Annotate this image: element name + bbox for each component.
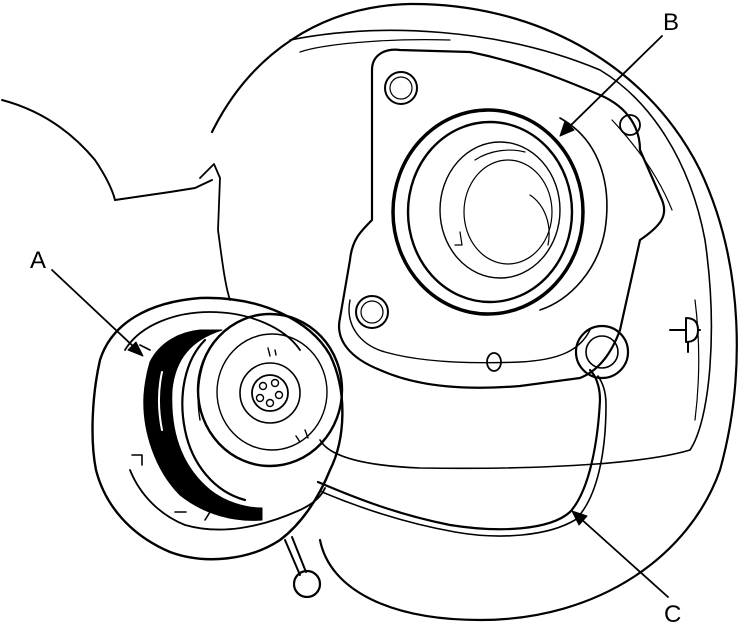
tether-tab-ball bbox=[292, 569, 322, 599]
callout-a-leader bbox=[51, 269, 136, 349]
cap-holder-rim bbox=[124, 311, 301, 351]
cap-valve-outer bbox=[239, 362, 301, 424]
body-panel bbox=[1, 99, 213, 201]
callout-a-arrow bbox=[127, 341, 144, 357]
label-a: A bbox=[30, 247, 46, 274]
callout-b-leader bbox=[567, 35, 663, 129]
filler-neck-throat bbox=[439, 141, 561, 279]
mounting-hole-top-left-inner bbox=[389, 76, 413, 100]
tether-tab-stem bbox=[284, 536, 307, 576]
mounting-hole-right bbox=[619, 114, 641, 136]
filler-neck-opening bbox=[391, 108, 608, 316]
mounting-hole-bottom-left bbox=[355, 295, 389, 329]
cap-holder-tabs bbox=[131, 344, 211, 521]
door-stop-pin bbox=[669, 317, 701, 353]
body-panel-lower-edge bbox=[114, 179, 213, 201]
label-c: C bbox=[664, 601, 681, 628]
label-b: B bbox=[663, 9, 679, 36]
fuel-cap bbox=[91, 296, 344, 561]
tether-strap-outer bbox=[316, 368, 602, 531]
door-stop-pin-shape bbox=[669, 317, 701, 343]
cap-holder-lower-rim bbox=[129, 469, 326, 531]
filler-neck-deep bbox=[463, 159, 553, 265]
callout-c-leader bbox=[579, 517, 669, 598]
screw-boss bbox=[486, 352, 502, 372]
recess-inner-outline bbox=[289, 29, 713, 470]
filler-neck-gasket-inner bbox=[406, 120, 574, 304]
cap-holder-outer bbox=[91, 296, 344, 561]
plate-inner-step bbox=[348, 299, 591, 364]
filler-neck-detail bbox=[454, 149, 550, 246]
fuel-door-recess bbox=[199, 2, 738, 622]
cap-valve-holes bbox=[255, 378, 284, 408]
mounting-hole-top-left bbox=[384, 71, 418, 105]
door-hinge-notch bbox=[199, 163, 231, 301]
plate-outline bbox=[337, 48, 666, 389]
recess-outer-outline bbox=[210, 2, 738, 622]
callout-b-arrow bbox=[559, 120, 575, 137]
cap-knob-side-inner bbox=[197, 334, 221, 421]
cap-knob-inner-ring bbox=[216, 333, 328, 451]
filler-neck-gasket-outer bbox=[391, 108, 585, 316]
callout-c-arrow bbox=[571, 510, 588, 526]
mounting-hole-bottom-left-inner bbox=[360, 300, 384, 324]
tether-loop-outer bbox=[574, 324, 630, 380]
cap-gasket-oring bbox=[143, 329, 263, 521]
cap-valve-center bbox=[251, 374, 289, 412]
tether-strap-inner bbox=[321, 375, 607, 537]
filler-neck-outer-rim bbox=[539, 117, 608, 311]
body-panel-edge bbox=[1, 99, 116, 201]
callouts bbox=[51, 35, 669, 598]
cap-knob-face bbox=[196, 312, 344, 468]
cap-knob-marks bbox=[267, 347, 309, 443]
cap-gasket-highlight bbox=[158, 371, 163, 431]
cap-knob-side bbox=[181, 338, 247, 502]
filler-neck-plate bbox=[337, 48, 666, 389]
cap-tether bbox=[284, 324, 630, 599]
tether-loop-inner bbox=[585, 335, 619, 369]
